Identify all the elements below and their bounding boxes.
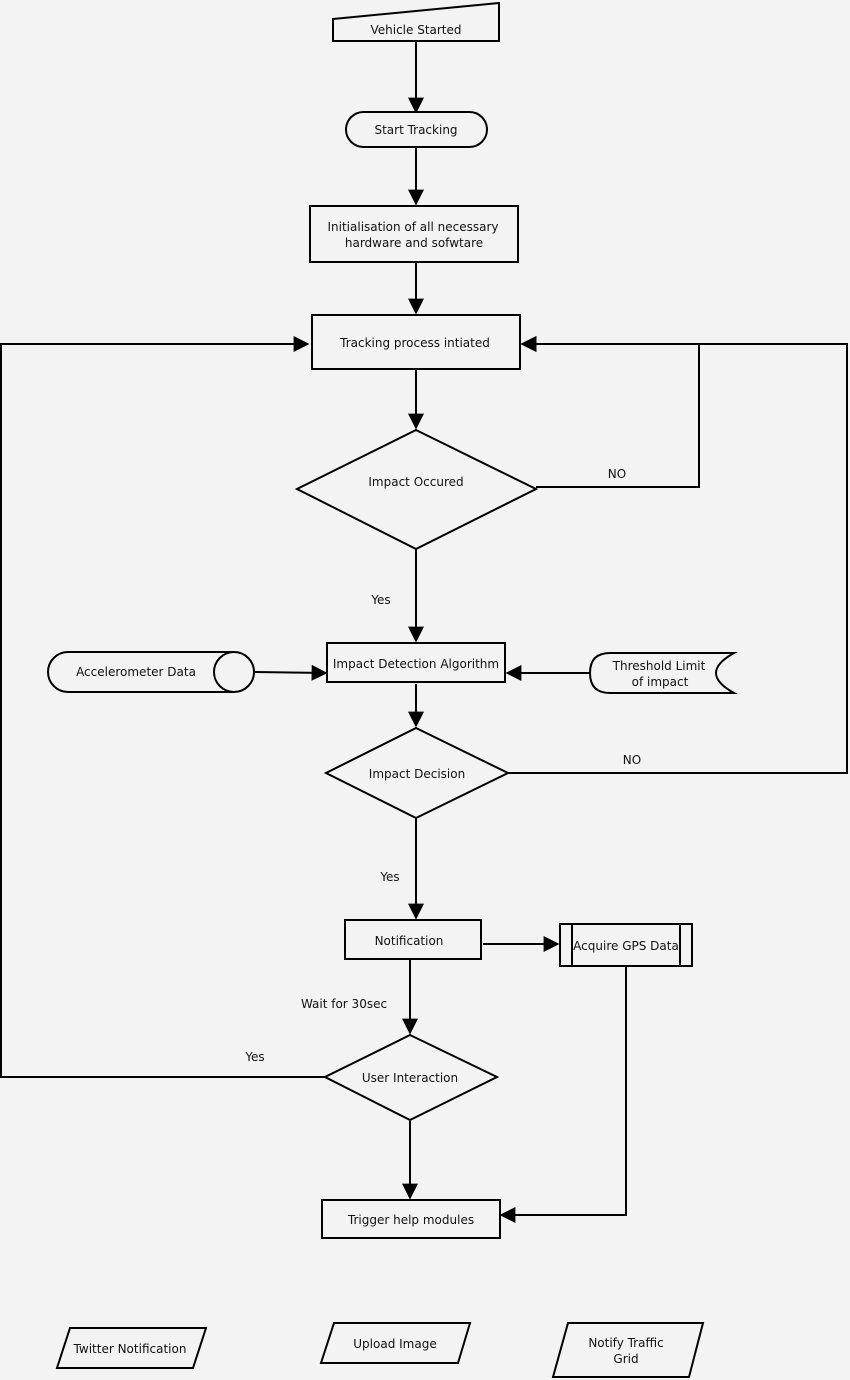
node-upload-image: Upload Image — [319, 1322, 472, 1364]
node-initialisation: Initialisation of all necessary hardware… — [309, 205, 519, 263]
impact-detection-algorithm-label: Impact Detection Algorithm — [333, 657, 499, 671]
node-trigger-help-modules: Trigger help modules — [321, 1199, 501, 1239]
trigger-help-modules-label: Trigger help modules — [347, 1213, 474, 1227]
threshold-limit-label-line1: Threshold Limit — [612, 659, 706, 673]
node-impact-detection-algorithm: Impact Detection Algorithm — [326, 642, 506, 683]
twitter-notification-label: Twitter Notification — [73, 1342, 187, 1356]
edges — [0, 41, 848, 1223]
edge-label-user-interaction-yes: Yes — [244, 1050, 264, 1064]
accelerometer-data-label: Accelerometer Data — [76, 665, 196, 679]
manual-input-shape — [332, 1, 500, 42]
node-notification: Notification — [344, 919, 482, 960]
tracking-process-label: Tracking process intiated — [339, 336, 490, 350]
decision-shape — [322, 1033, 500, 1122]
edge-label-wait: Wait for 30sec — [301, 997, 387, 1011]
impact-decision-label: Impact Decision — [369, 767, 465, 781]
data-shape — [55, 1327, 208, 1369]
decision-shape — [294, 428, 539, 551]
acquire-gps-data-label: Acquire GPS Data — [573, 939, 679, 953]
user-interaction-label: User Interaction — [362, 1071, 458, 1085]
upload-image-label: Upload Image — [353, 1337, 436, 1351]
node-acquire-gps-data: Acquire GPS Data — [559, 923, 693, 967]
edge-labels: NO Yes NO Yes Wait for 30sec Yes — [244, 467, 641, 1064]
process-shape — [326, 642, 506, 683]
threshold-limit-label-line2: of impact — [632, 675, 689, 689]
edge-label-impact-decision-no: NO — [623, 753, 641, 767]
edge-impact-occured-no — [520, 336, 700, 488]
node-accelerometer-data: Accelerometer Data — [47, 651, 255, 693]
data-shape — [319, 1322, 472, 1364]
node-twitter-notification: Twitter Notification — [55, 1327, 208, 1369]
edge-accelerometer-to-algorithm — [254, 664, 328, 681]
edge-label-impact-decision-yes: Yes — [379, 870, 399, 884]
impact-occured-label: Impact Occured — [368, 475, 463, 489]
node-vehicle-started: Vehicle Started — [332, 1, 500, 42]
edge-gps-to-trigger — [499, 966, 627, 1223]
process-shape — [309, 205, 519, 263]
notify-traffic-grid-label-line1: Notify Traffic — [588, 1336, 663, 1350]
process-shape — [311, 314, 521, 370]
node-start-tracking: Start Tracking — [345, 111, 488, 148]
process-shape — [344, 919, 482, 960]
node-threshold-limit: Threshold Limit of impact — [588, 652, 738, 694]
initialisation-label-line2: hardware and sofwtare — [345, 236, 483, 250]
node-user-interaction: User Interaction — [322, 1033, 500, 1122]
edge-label-impact-occured-yes: Yes — [370, 593, 390, 607]
predefined-process-shape — [559, 923, 693, 967]
node-impact-decision: Impact Decision — [323, 726, 511, 820]
data-shape — [551, 1322, 705, 1378]
display-shape — [588, 652, 738, 694]
process-shape — [321, 1199, 501, 1239]
stored-data-inner-curve — [213, 651, 235, 693]
node-tracking-process: Tracking process intiated — [311, 314, 521, 370]
decision-shape — [323, 726, 511, 820]
edge-user-interaction-yes — [0, 336, 325, 1078]
vehicle-started-label: Vehicle Started — [370, 23, 461, 37]
initialisation-label-line1: Initialisation of all necessary — [327, 220, 498, 234]
edge-label-impact-occured-no: NO — [608, 467, 626, 481]
start-tracking-label: Start Tracking — [374, 123, 457, 137]
node-notify-traffic-grid: Notify Traffic Grid — [551, 1322, 705, 1378]
notify-traffic-grid-label-line2: Grid — [613, 1352, 638, 1366]
notification-label: Notification — [375, 934, 444, 948]
node-impact-occured: Impact Occured — [294, 428, 539, 551]
terminator-shape — [345, 111, 488, 148]
edge-impact-decision-no — [508, 336, 848, 774]
